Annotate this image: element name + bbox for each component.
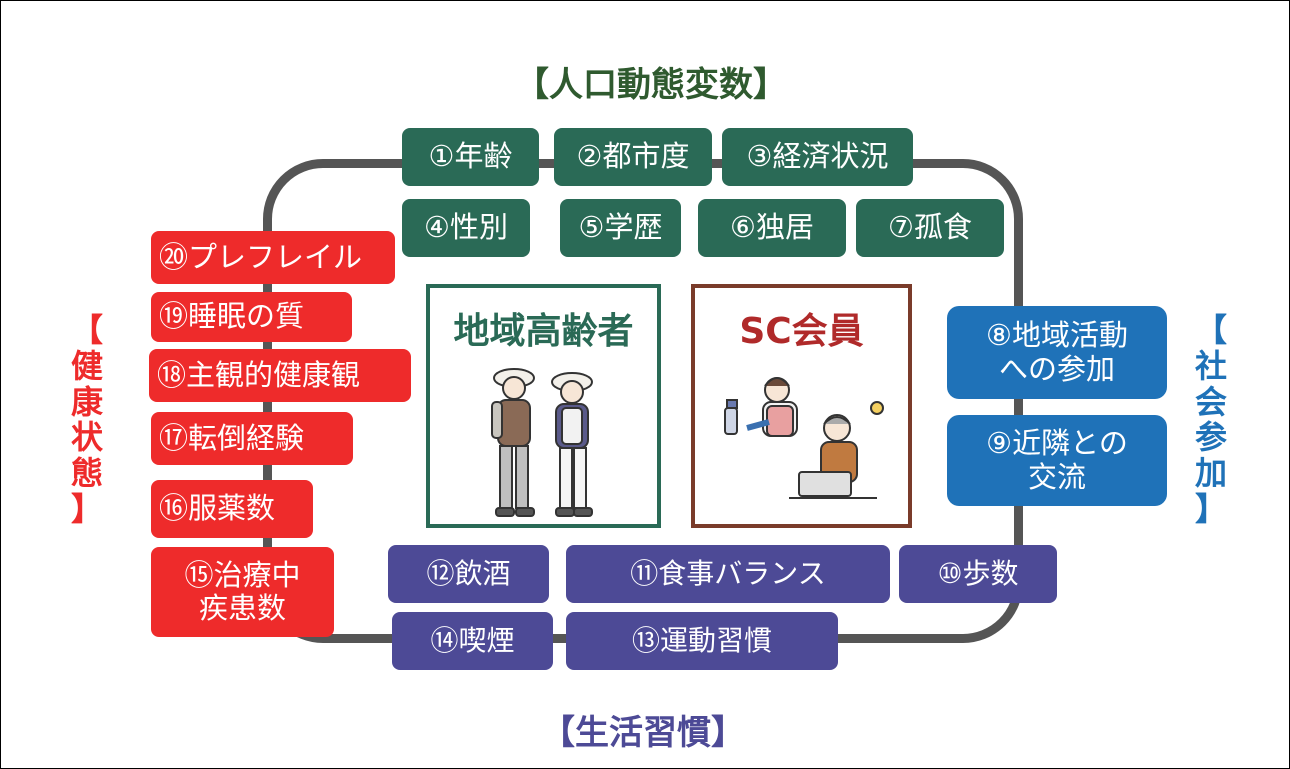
sc-workers-illustration [724,377,884,499]
demographic-item: ⑦孤食 [856,199,1004,257]
health-item: ⑳プレフレイル [151,231,395,284]
social-item: ⑧地域活動 への参加 [947,306,1167,399]
demographic-item: ①年齢 [402,128,539,186]
lifestyle-item: ⑩歩数 [899,545,1057,603]
demographic-item: ⑤学歴 [560,199,681,257]
social-item: ⑨近隣との 交流 [947,415,1167,506]
heading-demographic: 【人口動態変数】 [515,65,787,105]
lifestyle-item: ⑪食事バランス [566,545,890,603]
elderly-couple-illustration [491,368,593,517]
sc-panel: SC会員 [691,284,912,528]
health-item: ⑮治療中 疾患数 [151,547,334,637]
elderly-panel: 地域高齢者 [426,284,661,528]
lifestyle-item: ⑬運動習慣 [566,612,838,670]
lifestyle-item: ⑫飲酒 [388,545,549,603]
heading-lifestyle: 【生活習慣】 [541,713,745,753]
health-item: ⑲睡眠の質 [151,292,352,342]
demographic-item: ③経済状況 [722,128,913,186]
heading-social: 【 社 会 参 加 】 [1195,311,1228,529]
health-item: ⑱主観的健康観 [149,349,411,402]
demographic-item: ⑥独居 [698,199,846,257]
demographic-item: ②都市度 [554,128,712,186]
sc-panel-title: SC会員 [739,311,864,352]
elderly-panel-title: 地域高齢者 [453,311,634,352]
health-item: ⑯服薬数 [151,480,313,538]
heading-health: 【 健 康 状 態 】 [71,311,104,529]
lifestyle-item: ⑭喫煙 [392,612,553,670]
demographic-item: ④性別 [402,199,530,257]
health-item: ⑰転倒経験 [151,412,353,465]
